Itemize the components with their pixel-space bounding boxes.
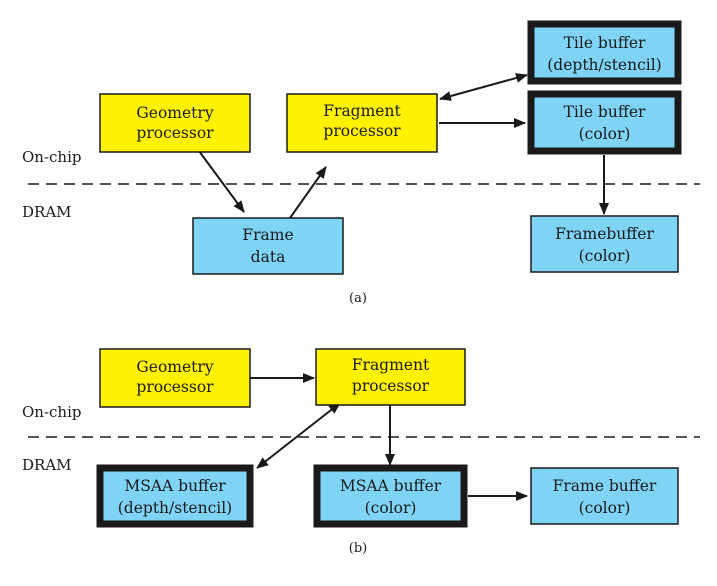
tile-buffer-color-box-a: Tile buffer (color) bbox=[527, 90, 682, 155]
svg-text:Framebuffer: Framebuffer bbox=[555, 225, 654, 243]
svg-text:processor: processor bbox=[352, 377, 430, 395]
arrow-fragment-msaa-depth-bidirectional bbox=[256, 402, 341, 469]
caption-b: (b) bbox=[349, 541, 367, 556]
svg-text:processor: processor bbox=[136, 124, 214, 142]
diagram-a: On-chip DRAM Geometry processor Fragment… bbox=[22, 20, 700, 306]
dram-label-b: DRAM bbox=[22, 456, 72, 474]
geometry-processor-box-a: Geometry processor bbox=[99, 93, 251, 153]
svg-text:Tile buffer: Tile buffer bbox=[564, 103, 646, 121]
on-chip-label-b: On-chip bbox=[22, 403, 82, 421]
svg-text:MSAA buffer: MSAA buffer bbox=[124, 477, 226, 495]
svg-text:(color): (color) bbox=[579, 247, 631, 265]
svg-text:Geometry: Geometry bbox=[136, 104, 213, 122]
svg-text:Frame buffer: Frame buffer bbox=[553, 477, 657, 495]
frame-data-box-a: Frame data bbox=[192, 217, 344, 275]
frame-buffer-box-b: Frame buffer (color) bbox=[530, 467, 679, 525]
arrow-geometry-to-frame-data bbox=[198, 150, 245, 213]
framebuffer-box-a: Framebuffer (color) bbox=[530, 215, 679, 273]
on-chip-label-a: On-chip bbox=[22, 148, 82, 166]
svg-text:(depth/stencil): (depth/stencil) bbox=[547, 56, 661, 74]
geometry-processor-box-b: Geometry processor bbox=[99, 348, 251, 408]
tile-buffer-depth-box-a: Tile buffer (depth/stencil) bbox=[527, 20, 682, 85]
svg-text:Fragment: Fragment bbox=[352, 356, 430, 374]
diagram-b: On-chip DRAM Geometry processor Fragment… bbox=[22, 348, 700, 556]
svg-text:Tile buffer: Tile buffer bbox=[564, 34, 646, 52]
svg-text:(depth/stencil): (depth/stencil) bbox=[118, 499, 232, 517]
svg-text:(color): (color) bbox=[579, 125, 631, 143]
arrow-frame-data-to-fragment bbox=[289, 166, 327, 219]
arrow-fragment-tile-depth-bidirectional bbox=[439, 73, 528, 101]
svg-text:processor: processor bbox=[323, 122, 401, 140]
svg-text:processor: processor bbox=[136, 378, 214, 396]
caption-a: (a) bbox=[349, 291, 367, 306]
svg-text:(color): (color) bbox=[579, 499, 631, 517]
dram-label-a: DRAM bbox=[22, 203, 72, 221]
svg-text:Fragment: Fragment bbox=[323, 102, 401, 120]
msaa-buffer-depth-box-b: MSAA buffer (depth/stencil) bbox=[96, 464, 254, 528]
fragment-processor-box-b: Fragment processor bbox=[315, 348, 466, 406]
svg-text:Frame: Frame bbox=[242, 226, 293, 244]
svg-text:Geometry: Geometry bbox=[136, 358, 213, 376]
svg-text:MSAA buffer: MSAA buffer bbox=[340, 477, 442, 495]
svg-text:(color): (color) bbox=[365, 499, 417, 517]
fragment-processor-box-a: Fragment processor bbox=[286, 93, 438, 153]
msaa-buffer-color-box-b: MSAA buffer (color) bbox=[313, 464, 468, 528]
svg-text:data: data bbox=[251, 248, 286, 266]
